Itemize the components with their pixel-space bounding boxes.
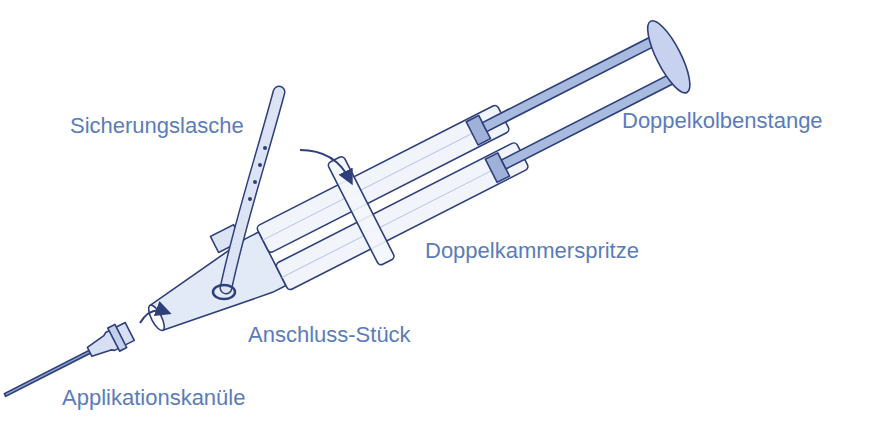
fold-arrow	[300, 150, 350, 180]
barrel-lower	[275, 142, 529, 291]
plunger-disk	[640, 16, 698, 98]
part-label: Anschluss-Stück	[248, 322, 411, 348]
part-label: Applikationskanüle	[62, 385, 245, 411]
part-label: Doppelkammerspritze	[425, 238, 639, 264]
needle-hub	[85, 323, 134, 361]
tab-ring	[213, 285, 235, 299]
twist-arrow	[140, 310, 166, 323]
connector-opening	[146, 303, 168, 332]
part-label: Sicherungslasche	[70, 113, 244, 139]
hub-wing	[108, 324, 127, 351]
finger-flange	[327, 155, 395, 266]
part-label: Doppelkolbenstange	[622, 108, 823, 134]
